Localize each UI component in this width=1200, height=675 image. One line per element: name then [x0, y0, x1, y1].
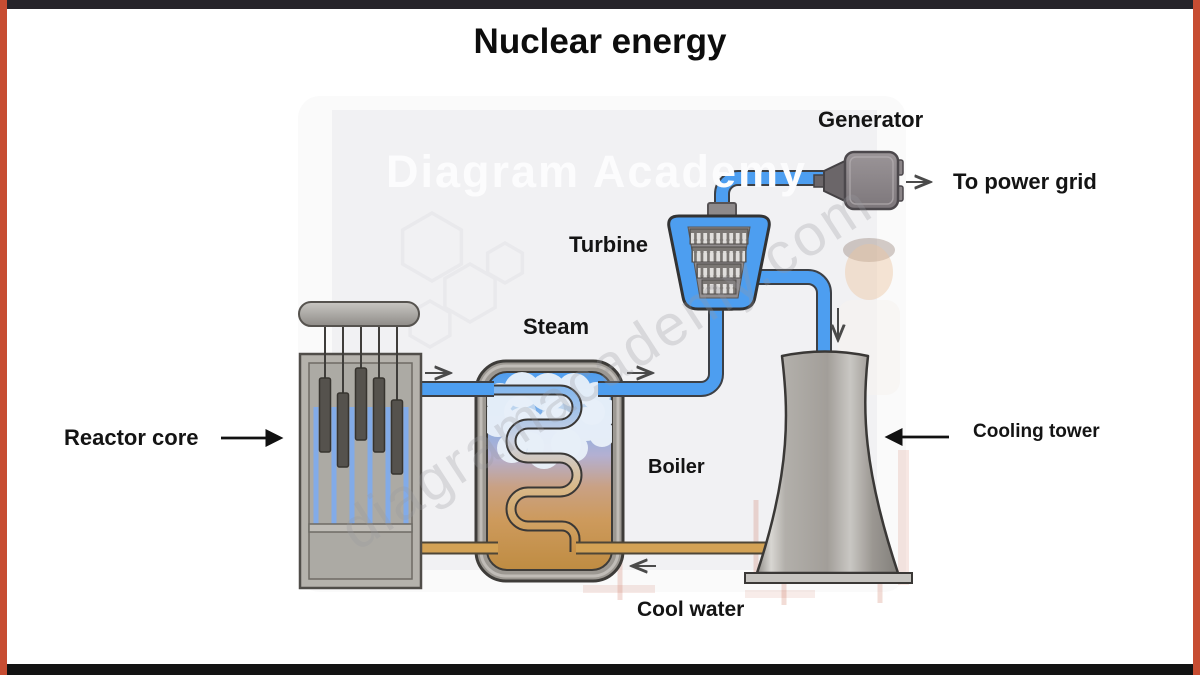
label-turbine: Turbine	[569, 232, 649, 257]
reactor-core-group	[298, 301, 423, 590]
watermark-brand-text: Diagram Academy	[386, 146, 808, 197]
cooling-tower-base	[744, 572, 913, 584]
reactor-grid-plate	[308, 523, 413, 533]
reactor-cap	[298, 301, 420, 327]
cooling-tower-body	[755, 350, 900, 575]
label-steam: Steam	[523, 314, 590, 339]
flow-arrows	[425, 182, 928, 566]
label-boiler: Boiler	[648, 456, 705, 478]
label-cool-water: Cool water	[637, 598, 745, 621]
turbine-blade-rows	[689, 228, 749, 295]
label-to-power-grid: To power grid	[953, 169, 1097, 194]
top-bar	[7, 0, 1193, 9]
pointer-arrows	[221, 427, 949, 448]
fuel-channels	[313, 407, 409, 528]
bottom-bar	[0, 664, 1200, 675]
turbine-group	[667, 202, 771, 311]
generator-group	[813, 150, 904, 211]
label-cooling-tower: Cooling tower	[973, 421, 1100, 442]
cooling-tower-group	[744, 350, 913, 584]
generator-shaft-pipe	[714, 170, 840, 214]
control-rods	[318, 367, 404, 475]
generator-body	[843, 150, 900, 211]
turbine-exhaust-pipe	[754, 269, 832, 364]
label-generator: Generator	[818, 107, 924, 132]
steam-pipe	[598, 307, 724, 397]
left-border	[0, 0, 7, 675]
label-reactor-core: Reactor core	[64, 425, 199, 450]
control-rod-stems	[324, 326, 398, 404]
heat-exchanger-coil	[478, 384, 583, 552]
right-border	[1193, 0, 1200, 675]
boiler-group	[474, 359, 625, 583]
page-title: Nuclear energy	[473, 22, 727, 61]
